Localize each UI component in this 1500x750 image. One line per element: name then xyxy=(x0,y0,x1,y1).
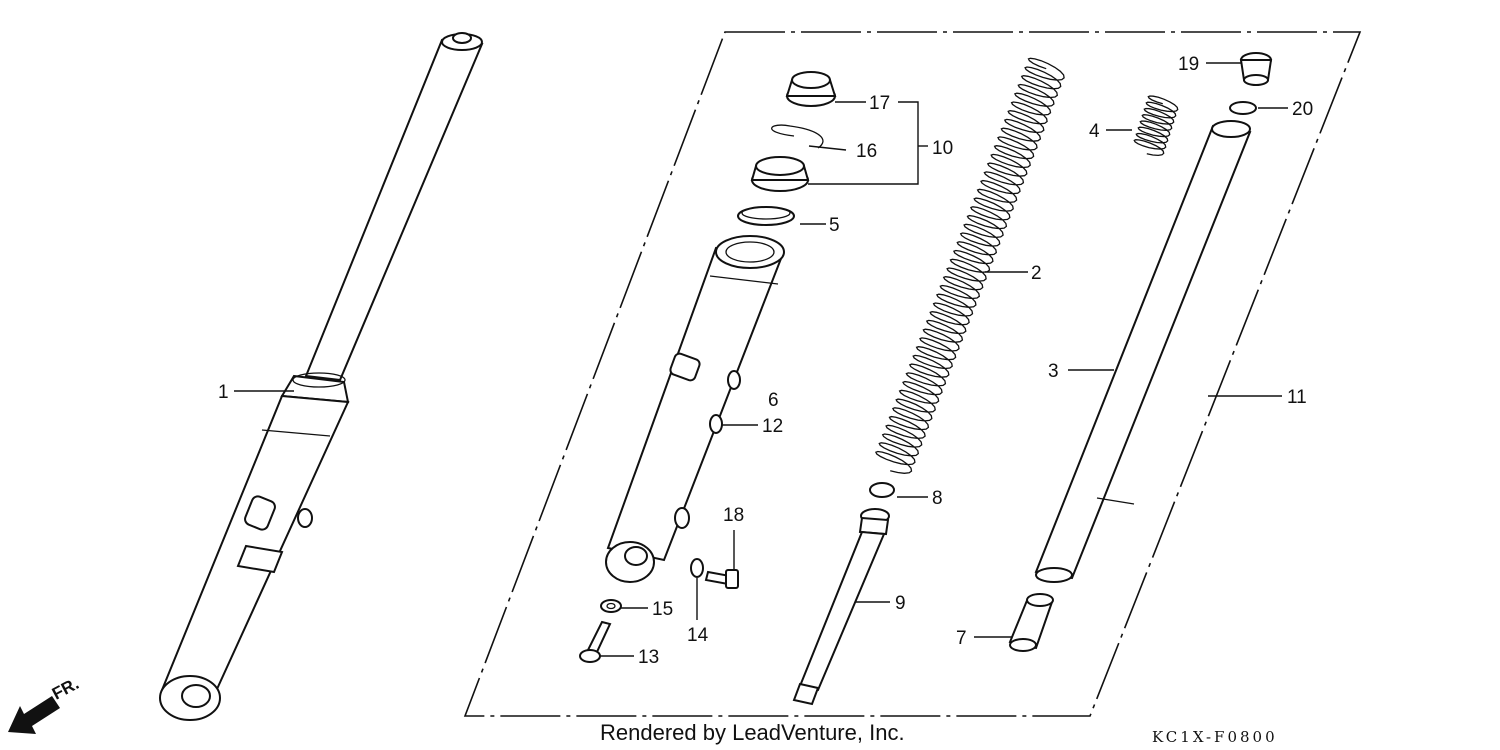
part-labels: 1 2 3 4 5 6 7 8 9 10 11 12 13 14 15 16 1… xyxy=(218,54,1313,668)
part-17-dust-seal[interactable] xyxy=(785,71,837,107)
label-1[interactable]: 1 xyxy=(218,382,229,403)
label-18[interactable]: 18 xyxy=(723,505,744,526)
leader-lines xyxy=(234,62,1288,657)
part-6-fork-slider[interactable] xyxy=(605,235,785,583)
part-oil-seal[interactable] xyxy=(750,156,810,192)
label-8[interactable]: 8 xyxy=(932,488,943,509)
label-9[interactable]: 9 xyxy=(895,593,906,614)
part-13-drain-bolt[interactable] xyxy=(579,620,612,663)
part-15-washer[interactable] xyxy=(600,599,622,613)
label-2[interactable]: 2 xyxy=(1031,263,1042,284)
label-16[interactable]: 16 xyxy=(856,141,877,162)
label-12[interactable]: 12 xyxy=(762,416,783,437)
label-7[interactable]: 7 xyxy=(956,628,967,649)
label-20[interactable]: 20 xyxy=(1292,99,1313,120)
part-3-fork-pipe[interactable] xyxy=(1034,120,1252,583)
render-credit: Rendered by LeadVenture, Inc. xyxy=(600,720,905,745)
part-5-seal-ring[interactable] xyxy=(737,206,795,226)
diagram-code: KC1X-F0800 xyxy=(1152,728,1278,746)
label-15[interactable]: 15 xyxy=(652,599,673,620)
label-4[interactable]: 4 xyxy=(1089,121,1100,142)
part-2-fork-spring[interactable] xyxy=(874,57,1065,474)
part-9-damper-rod[interactable] xyxy=(792,508,890,706)
label-3[interactable]: 3 xyxy=(1048,361,1059,382)
part-4-rebound-spring[interactable] xyxy=(1133,95,1179,157)
part-14-washer[interactable] xyxy=(690,558,704,578)
label-10[interactable]: 10 xyxy=(932,138,953,159)
part-8-piston-ring[interactable] xyxy=(869,482,895,498)
part-18-bolt[interactable] xyxy=(704,569,739,589)
label-6[interactable]: 6 xyxy=(768,390,779,411)
label-17[interactable]: 17 xyxy=(869,93,890,114)
label-11[interactable]: 11 xyxy=(1287,387,1307,408)
label-14[interactable]: 14 xyxy=(687,625,709,646)
front-arrow-icon xyxy=(8,696,60,734)
part-16-retaining-clip[interactable] xyxy=(771,124,824,149)
part-7-oil-lock-piece[interactable] xyxy=(1008,593,1054,652)
part-20-o-ring[interactable] xyxy=(1229,101,1257,115)
label-5[interactable]: 5 xyxy=(829,215,840,236)
part-1-fork-assembly[interactable] xyxy=(159,32,484,721)
label-19[interactable]: 19 xyxy=(1178,54,1199,75)
label-13[interactable]: 13 xyxy=(638,647,659,668)
part-19-fork-bolt[interactable] xyxy=(1239,52,1273,86)
assembly-frame xyxy=(463,31,1362,717)
